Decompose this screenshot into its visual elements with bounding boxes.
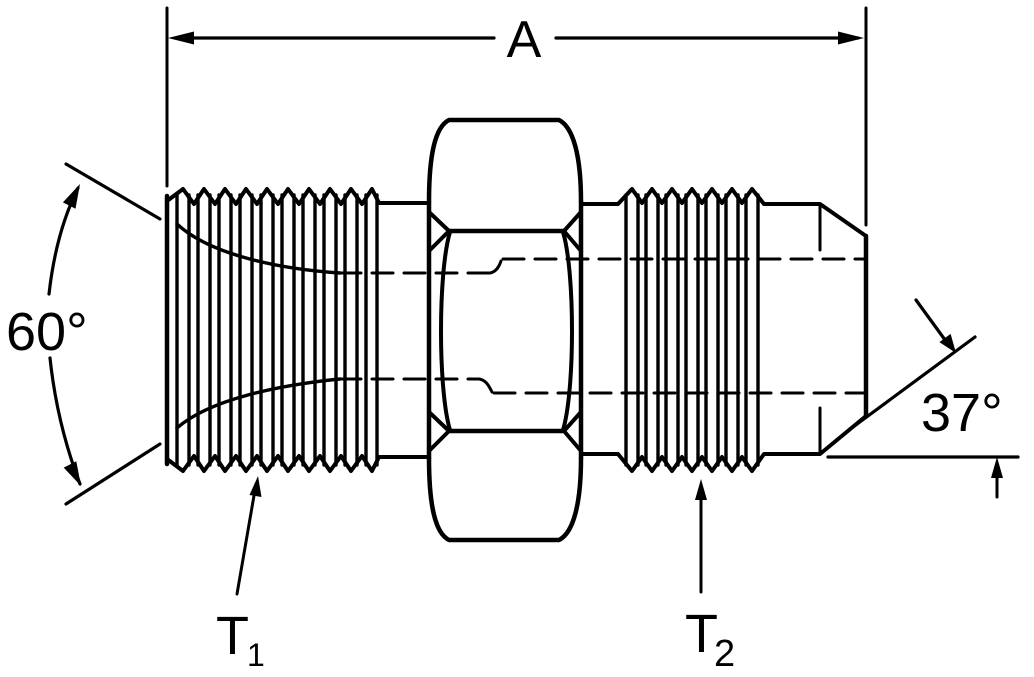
angle-extension-lower xyxy=(64,442,162,506)
flare-angle-leader-arrow xyxy=(939,333,956,353)
flare-outline-bottom xyxy=(579,414,868,473)
flare-angle-leader xyxy=(914,298,950,346)
flare-angle-up-arrow xyxy=(991,457,1003,478)
hidden-bore-lines xyxy=(338,257,866,395)
thread-one-label: T xyxy=(216,606,249,666)
dimension-pipe-thread-angle: 60° xyxy=(6,162,162,506)
angle-arrow-upper xyxy=(62,184,80,209)
thread-two-label: T xyxy=(685,604,718,664)
pipe-thread-end xyxy=(164,187,431,473)
thread-taper-runout-bottom xyxy=(175,377,342,430)
angle-37-label: 37° xyxy=(921,383,1003,443)
dimension-arrow-right xyxy=(838,31,864,45)
thread-two-arrow xyxy=(695,479,707,500)
hex-nut xyxy=(426,117,584,543)
angle-extension-upper xyxy=(64,162,162,221)
hex-bottom-silhouette xyxy=(426,455,584,543)
thread-two-subscript: 2 xyxy=(714,633,735,675)
callout-thread-two: T 2 xyxy=(685,479,735,675)
flare-thread-end xyxy=(579,187,869,473)
thread-crest-bottom xyxy=(165,454,431,473)
dimension-flare-angle: 37° xyxy=(826,298,1020,499)
angle-arrow-lower xyxy=(63,461,81,486)
flare-outline-top xyxy=(579,187,868,238)
hex-top-silhouette xyxy=(426,117,584,205)
hidden-line-bottom-jog xyxy=(477,377,494,394)
dimension-arrow-left xyxy=(168,31,194,45)
callout-thread-one: T 1 xyxy=(216,476,265,673)
thread-taper-runout-top xyxy=(175,222,342,275)
angle-60-label: 60° xyxy=(6,302,88,362)
thread-crest-top xyxy=(165,187,431,206)
dimension-overall-length: A xyxy=(165,6,868,227)
flare-thread-flank-lines xyxy=(624,193,760,467)
hidden-line-top-jog xyxy=(488,259,503,275)
thread-one-subscript: 1 xyxy=(247,637,265,673)
hex-chamfer-arc-left xyxy=(439,230,452,432)
thread-flank-lines xyxy=(175,193,379,467)
thread-one-leader xyxy=(235,482,258,596)
dimension-a-label: A xyxy=(507,11,542,69)
hex-chamfer-arc-right xyxy=(561,230,574,432)
thread-one-arrow xyxy=(249,476,262,497)
